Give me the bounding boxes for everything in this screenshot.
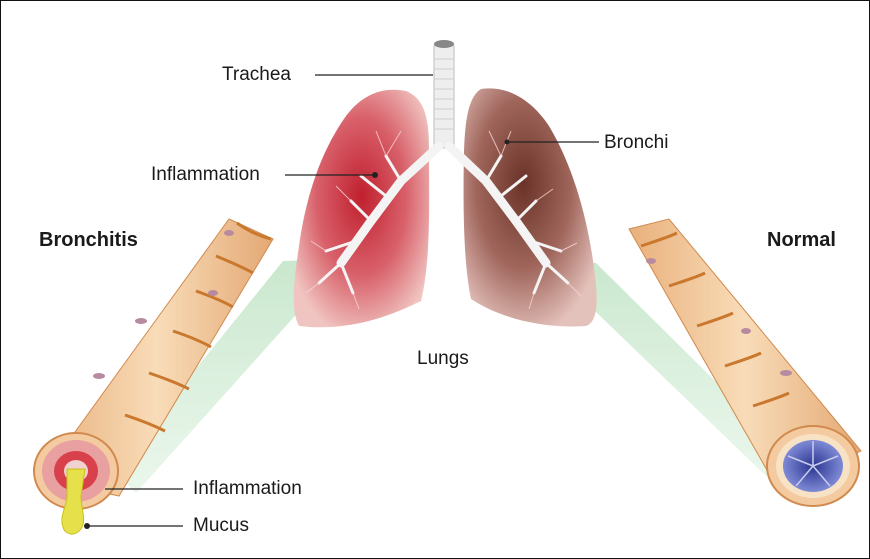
- label-trachea: Trachea: [222, 65, 291, 84]
- bronchi-pointer-dot: [505, 140, 510, 145]
- inflammation-pointer-dot: [372, 172, 378, 178]
- label-mucus: Mucus: [193, 516, 249, 535]
- label-normal: Normal: [767, 230, 836, 250]
- mucus-pointer-dot: [84, 523, 90, 529]
- trachea-shape: [434, 40, 454, 148]
- label-inflammation-airway: Inflammation: [193, 479, 302, 498]
- left-lung-inflamed: [294, 90, 429, 328]
- label-inflammation-lung: Inflammation: [151, 165, 260, 184]
- label-lungs: Lungs: [417, 349, 469, 368]
- label-bronchi: Bronchi: [604, 133, 668, 152]
- label-bronchitis: Bronchitis: [39, 230, 138, 250]
